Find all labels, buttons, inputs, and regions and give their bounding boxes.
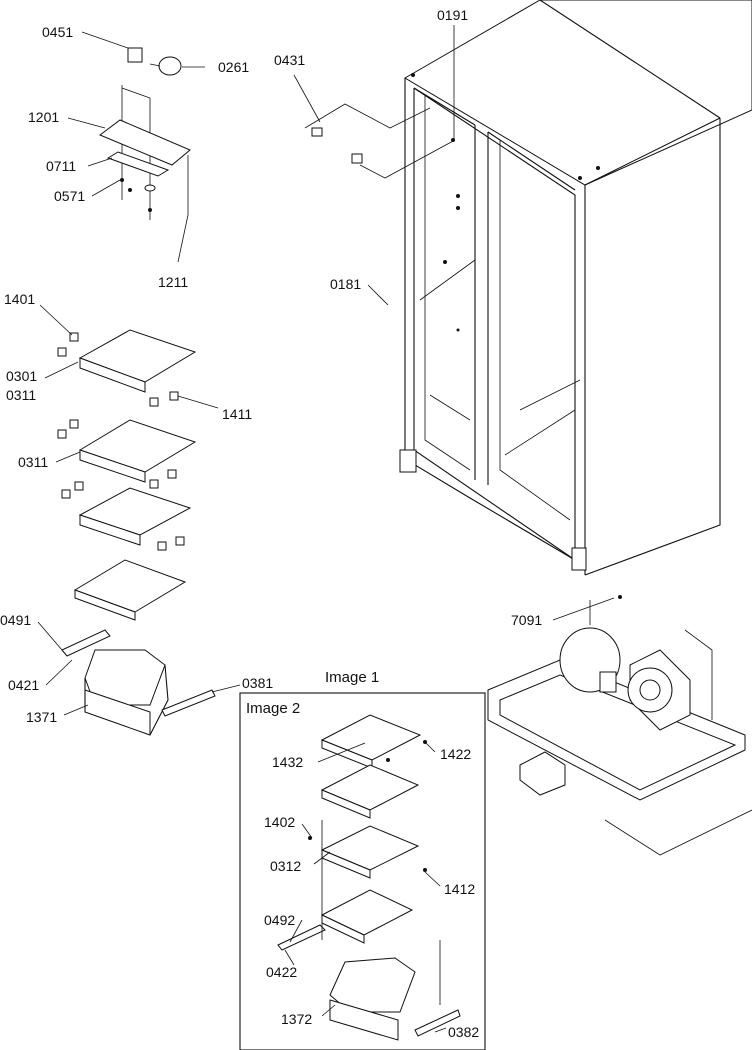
inset-frame [239,692,486,1050]
part-label-0382: 0382 [448,1024,479,1040]
machine-compartment [487,595,752,856]
part-label-1372: 1372 [281,1011,312,1027]
light-switch-part [304,103,456,179]
part-label-0381: 0381 [242,675,273,691]
part-label-1412: 1412 [444,881,475,897]
freezer-shelves [57,329,197,621]
light-assembly [99,47,191,220]
part-label-1211: 1211 [158,274,188,290]
part-label-0261: 0261 [218,59,249,75]
part-label-0422: 0422 [266,964,297,980]
part-label-0711: 0711 [46,158,76,174]
refrigerator-shelves-inset [277,714,461,1041]
leader-lines [37,25,615,1033]
part-label-1401: 1401 [4,291,35,307]
part-label-0301: 0301 [6,368,37,384]
inset-title-image1: Image 1 [325,669,379,686]
part-label-0311-b: 0311 [18,454,48,470]
part-label-0311-a: 0311 [6,387,36,403]
part-label-1402: 1402 [264,814,295,830]
part-label-1411: 1411 [222,406,252,422]
part-label-7091: 7091 [511,612,542,628]
part-label-0312: 0312 [270,858,301,874]
part-label-0431: 0431 [274,52,305,68]
part-label-1201: 1201 [28,109,59,125]
part-label-0491: 0491 [0,612,31,628]
part-label-1432: 1432 [272,754,303,770]
part-label-0421: 0421 [8,677,39,693]
part-label-0571: 0571 [54,188,85,204]
part-label-0181: 0181 [330,276,361,292]
freezer-basket [61,629,216,736]
part-label-1422: 1422 [440,746,471,762]
part-label-0492: 0492 [264,912,295,928]
part-label-1371: 1371 [26,709,57,725]
inset-title-image2: Image 2 [246,700,300,717]
refrigerator-cabinet [399,0,752,576]
part-label-0191: 0191 [437,7,468,23]
part-label-0451: 0451 [42,24,73,40]
